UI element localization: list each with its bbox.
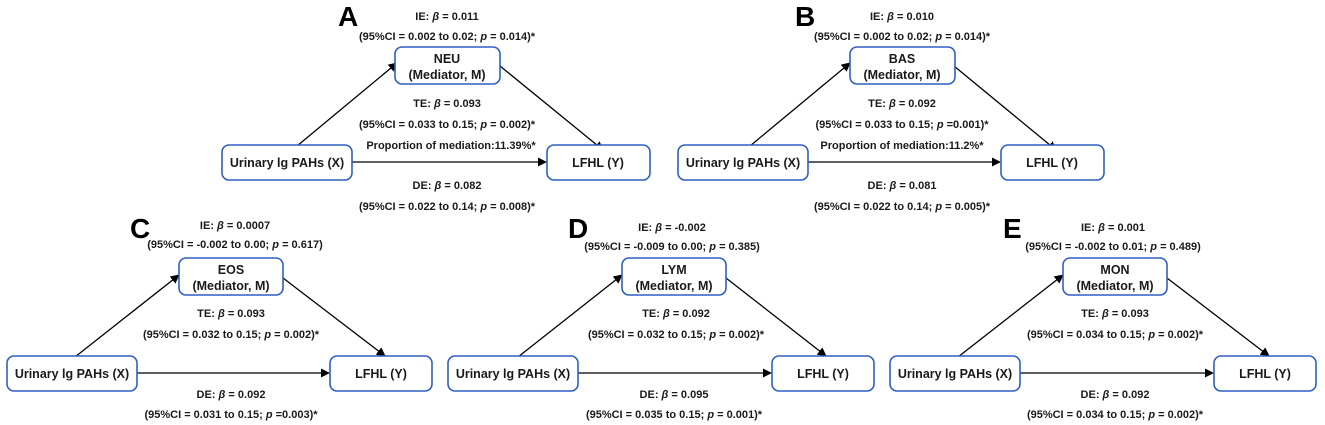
ie-ci: (95%CI = -0.009 to 0.00; p = 0.385) (584, 241, 760, 253)
mediator-role: (Mediator, M) (1076, 279, 1153, 293)
de-beta: DE: β = 0.095 (640, 389, 709, 401)
exposure-box (447, 355, 579, 392)
outcome-label: LFHL (Y) (1026, 156, 1078, 170)
te-beta: TE: β = 0.093 (197, 308, 265, 320)
exposure-label: Urinary lg PAHs (X) (456, 367, 570, 381)
exposure-box (221, 144, 353, 181)
proportion-mediated: Proportion of mediation:11.2%* (820, 140, 984, 152)
mediator-box (849, 46, 956, 85)
ie-beta: IE: β = 0.001 (1081, 222, 1145, 234)
path-m-to-y (282, 277, 386, 357)
panel-c: C Urinary lg PAHs (X) LFHL (Y) EOS (Medi… (6, 213, 433, 421)
mediator-name: BAS (889, 52, 915, 66)
mediator-name: NEU (434, 52, 460, 66)
panel-letter: B (795, 1, 815, 32)
ie-ci: (95%CI = 0.002 to 0.02; p = 0.014)* (814, 31, 991, 43)
te-ci: (95%CI = 0.033 to 0.15; p = 0.002)* (359, 119, 536, 131)
mediator-role: (Mediator, M) (192, 279, 269, 293)
de-beta: DE: β = 0.092 (1081, 389, 1150, 401)
path-m-to-y (725, 277, 827, 357)
mediator-role: (Mediator, M) (635, 279, 712, 293)
outcome-box (771, 355, 875, 392)
path-m-to-y (953, 65, 1057, 151)
ie-ci: (95%CI = 0.002 to 0.02; p = 0.014)* (359, 31, 536, 43)
mediator-box (1062, 257, 1168, 296)
outcome-box (546, 144, 651, 181)
exposure-box (677, 144, 809, 181)
de-ci: (95%CI = 0.022 to 0.14; p = 0.005)* (814, 201, 991, 213)
path-m-to-y (1166, 277, 1270, 357)
de-ci: (95%CI = 0.035 to 0.15; p = 0.001)* (586, 409, 763, 421)
ie-beta: IE: β = 0.010 (870, 11, 934, 23)
de-beta: DE: β = 0.092 (197, 389, 266, 401)
panel-letter: C (130, 213, 150, 244)
exposure-box (889, 355, 1021, 392)
panel-b: B Urinary lg PAHs (X) LFHL (Y) BAS (Medi… (677, 1, 1105, 213)
de-beta: DE: β = 0.082 (413, 180, 482, 192)
ie-ci: (95%CI = -0.002 to 0.01; p = 0.489) (1025, 241, 1201, 253)
de-beta: DE: β = 0.081 (868, 180, 937, 192)
mediator-role: (Mediator, M) (863, 68, 940, 82)
path-x-to-m (957, 274, 1064, 358)
mediator-name: EOS (218, 263, 244, 277)
exposure-label: Urinary lg PAHs (X) (230, 156, 344, 170)
outcome-label: LFHL (Y) (797, 367, 849, 381)
te-beta: TE: β = 0.092 (642, 308, 710, 320)
mediator-box (394, 46, 501, 85)
path-x-to-m (74, 274, 180, 358)
ie-beta: IE: β = 0.011 (415, 11, 478, 23)
panel-letter: A (338, 1, 358, 32)
mediator-name: LYM (661, 263, 686, 277)
panel-letter: E (1003, 213, 1022, 244)
panel-letter: D (568, 213, 588, 244)
te-ci: (95%CI = 0.032 to 0.15; p = 0.002)* (143, 329, 320, 341)
panel-e: E Urinary lg PAHs (X) LFHL (Y) MON (Medi… (889, 213, 1317, 421)
mediator-name: MON (1100, 263, 1129, 277)
te-ci: (95%CI = 0.034 to 0.15; p = 0.002)* (1027, 329, 1204, 341)
path-x-to-m (296, 62, 398, 147)
outcome-box (1000, 144, 1105, 181)
path-x-to-m (517, 274, 623, 358)
te-ci: (95%CI = 0.032 to 0.15; p = 0.002)* (588, 329, 765, 341)
te-ci: (95%CI = 0.033 to 0.15; p =0.001)* (815, 119, 989, 131)
path-x-to-m (749, 62, 851, 147)
ie-beta: IE: β = -0.002 (638, 222, 706, 234)
te-beta: TE: β = 0.092 (868, 98, 936, 110)
mediator-box (621, 257, 727, 296)
proportion-mediated: Proportion of mediation:11.39%* (366, 140, 536, 152)
ie-beta: IE: β = 0.0007 (200, 220, 270, 232)
de-ci: (95%CI = 0.034 to 0.15; p = 0.002)* (1027, 409, 1204, 421)
outcome-box (1213, 355, 1317, 392)
panel-d: D Urinary lg PAHs (X) LFHL (Y) LYM (Medi… (447, 213, 875, 421)
de-ci: (95%CI = 0.031 to 0.15; p =0.003)* (144, 409, 318, 421)
exposure-label: Urinary lg PAHs (X) (898, 367, 1012, 381)
te-beta: TE: β = 0.093 (1081, 308, 1149, 320)
exposure-box (6, 355, 138, 392)
exposure-label: Urinary lg PAHs (X) (686, 156, 800, 170)
panel-a: A Urinary lg PAHs (X) LFHL (Y) NEU (Medi… (221, 1, 651, 213)
outcome-label: LFHL (Y) (355, 367, 407, 381)
te-beta: TE: β = 0.093 (413, 98, 481, 110)
path-m-to-y (499, 65, 604, 151)
outcome-label: LFHL (Y) (1239, 367, 1291, 381)
outcome-label: LFHL (Y) (572, 156, 624, 170)
outcome-box (329, 355, 433, 392)
mediator-role: (Mediator, M) (408, 68, 485, 82)
de-ci: (95%CI = 0.022 to 0.14; p = 0.008)* (359, 201, 536, 213)
mediator-box (178, 257, 284, 296)
exposure-label: Urinary lg PAHs (X) (15, 367, 129, 381)
ie-ci: (95%CI = -0.002 to 0.00; p = 0.617) (147, 239, 323, 251)
